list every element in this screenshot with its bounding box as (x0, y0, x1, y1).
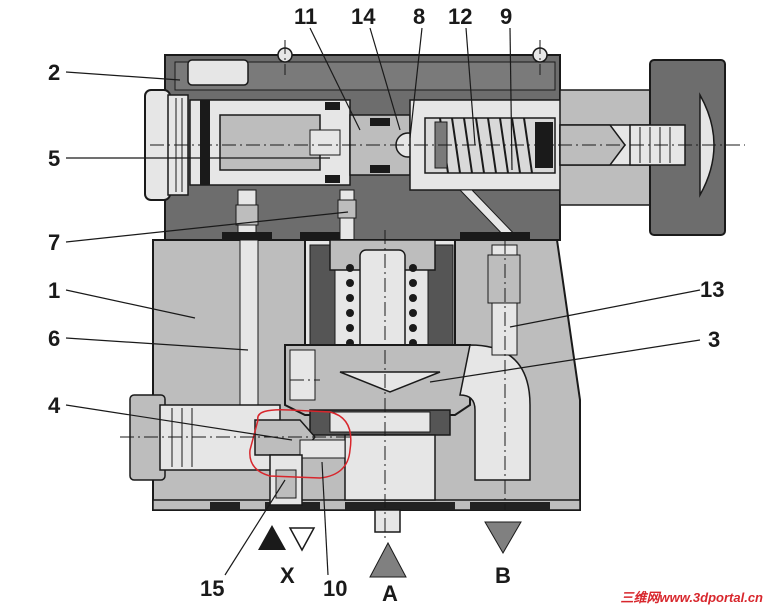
callout-1: 1 (48, 278, 61, 303)
callout-12: 12 (448, 4, 473, 29)
highlight-circle (249, 408, 352, 479)
callout-6: 6 (48, 326, 61, 351)
pilot-body (144, 47, 726, 241)
callout-3: 3 (708, 327, 721, 352)
callout-4: 4 (48, 393, 61, 418)
callout-9: 9 (500, 4, 513, 29)
center-lines (120, 40, 745, 540)
port-symbols (258, 521, 522, 578)
port-b-label: B (495, 563, 511, 588)
callout-13: 13 (700, 277, 725, 302)
watermark: 三维网www.3dportal.cn (620, 590, 763, 605)
leader-lines (65, 27, 701, 576)
callout-14: 14 (351, 4, 376, 29)
callout-10: 10 (323, 576, 348, 601)
callout-7: 7 (48, 230, 61, 255)
callout-15: 15 (200, 576, 225, 601)
callout-8: 8 (413, 4, 426, 29)
callout-11: 11 (294, 4, 318, 29)
port-a-label: A (382, 581, 398, 606)
callout-2: 2 (48, 60, 61, 85)
port-x-label: X (280, 563, 295, 588)
main-spool-assembly (284, 239, 471, 533)
callout-5: 5 (48, 146, 61, 171)
